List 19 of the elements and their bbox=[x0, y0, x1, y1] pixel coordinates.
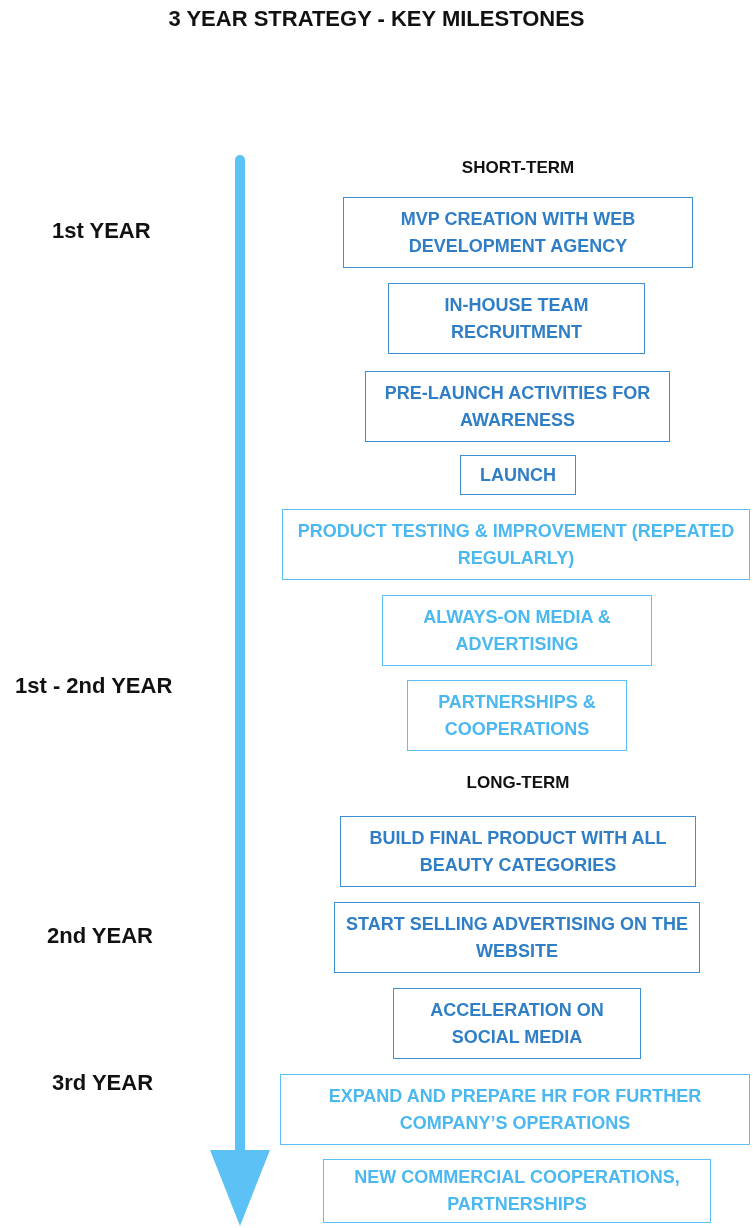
section-heading: SHORT-TERM bbox=[461, 158, 575, 178]
title: 3 YEAR STRATEGY - KEY MILESTONES bbox=[167, 6, 586, 32]
milestone-box: NEW COMMERCIAL COOPERATIONS, PARTNERSHIPS bbox=[323, 1159, 711, 1223]
milestone-box: START SELLING ADVERTISING ON THE WEBSITE bbox=[334, 902, 700, 973]
year-label: 1st YEAR bbox=[52, 218, 151, 244]
milestone-box: BUILD FINAL PRODUCT WITH ALL BEAUTY CATEGORIES bbox=[340, 816, 696, 887]
milestone-box: ALWAYS-ON MEDIA & ADVERTISING bbox=[382, 595, 652, 666]
year-label: 2nd YEAR bbox=[47, 923, 153, 949]
milestone-box: LAUNCH bbox=[460, 455, 576, 495]
milestone-box: PARTNERSHIPS & COOPERATIONS bbox=[407, 680, 627, 751]
milestone-box: PRE-LAUNCH ACTIVITIES FOR AWARENESS bbox=[365, 371, 670, 442]
year-label: 1st - 2nd YEAR bbox=[15, 673, 173, 699]
milestone-box: ACCELERATION ON SOCIAL MEDIA bbox=[393, 988, 641, 1059]
milestone-box: IN-HOUSE TEAM RECRUITMENT bbox=[388, 283, 645, 354]
milestone-box: PRODUCT TESTING & IMPROVEMENT (REPEATED REGULARLY) bbox=[282, 509, 750, 580]
milestone-box: MVP CREATION WITH WEB DEVELOPMENT AGENCY bbox=[343, 197, 693, 268]
section-heading: LONG-TERM bbox=[466, 773, 570, 793]
year-label: 3rd YEAR bbox=[52, 1070, 154, 1096]
milestone-box: EXPAND AND PREPARE HR FOR FURTHER COMPANY’S OPERATIONS bbox=[280, 1074, 750, 1145]
